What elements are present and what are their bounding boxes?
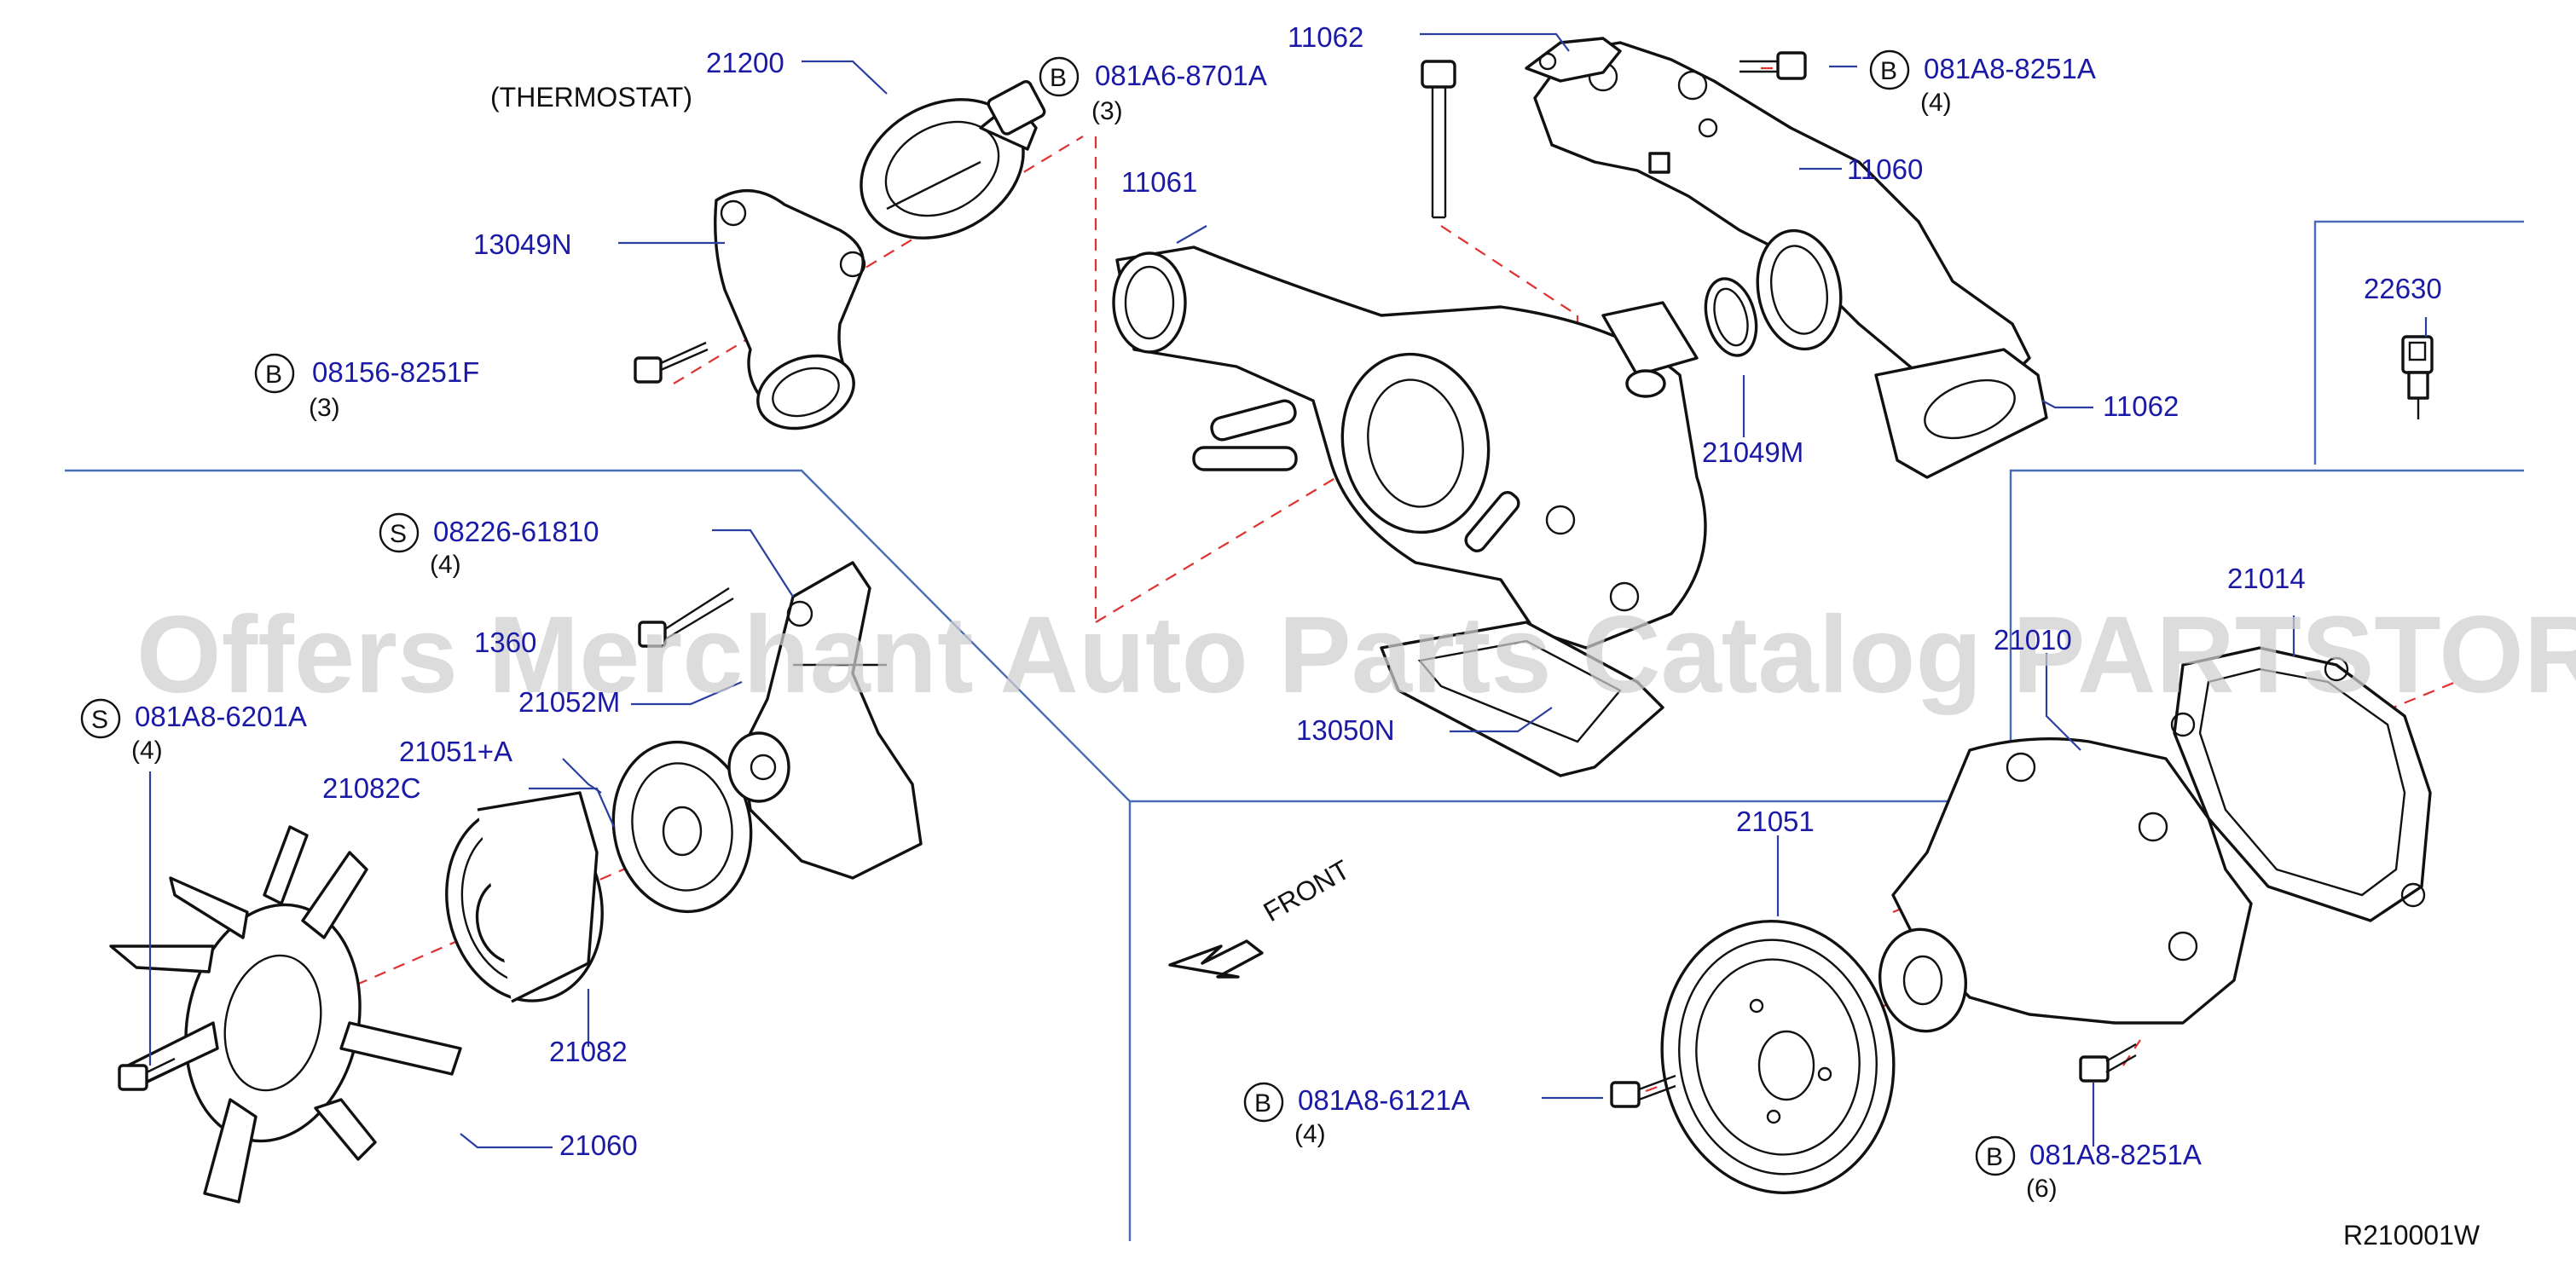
- callout-21049M: 21049M: [1702, 436, 1803, 468]
- front-label: FRONT: [1259, 854, 1355, 927]
- qty-081A8-6201A: (4): [131, 736, 163, 765]
- fan-coupling-part: [445, 791, 604, 1003]
- b-circle-08156: [254, 353, 295, 394]
- qty-08226-61810: (4): [430, 551, 461, 579]
- callout-21051: 21051: [1736, 806, 1815, 837]
- bolt-081A8-top-part: [1740, 51, 1807, 80]
- bolt-081A6-part: [1421, 60, 1456, 219]
- b-circle-081A8-6121A: [1243, 1082, 1284, 1123]
- callout-21082: 21082: [549, 1036, 628, 1067]
- thermostat-caption: (THERMOSTAT): [490, 82, 692, 113]
- callout-11061: 11061: [1121, 166, 1197, 198]
- callout-21052M: 21052M: [518, 686, 620, 718]
- callout-081A8-6201A: 081A8-6201A: [135, 701, 307, 732]
- pulley-21051A-part: [611, 740, 753, 914]
- b-circle-081A8-top: [1869, 49, 1910, 90]
- water-outlet-pipe-part: [1533, 41, 2031, 402]
- b-letter-08156: B: [265, 361, 282, 389]
- gasket-13050N-part: [1380, 621, 1664, 777]
- water-pump-part: [1878, 736, 2253, 1033]
- b-letter-081A8-top: B: [1880, 57, 1897, 85]
- b-circle-081A6: [1039, 56, 1080, 97]
- section-separators: [65, 220, 2524, 1241]
- bolt-08226-part: [638, 586, 887, 667]
- qty-081A8-8251A-bottom: (6): [2026, 1175, 2058, 1203]
- cooling-fan-part: [109, 825, 462, 1204]
- qty-081A6-8701A: (3): [1091, 97, 1123, 125]
- callout-11062-right: 11062: [2103, 390, 2179, 422]
- bolt-081A8-8251A-bottom-part: [2079, 1043, 2137, 1083]
- thermostat-part: [860, 80, 1046, 240]
- bracket-21052M-part: [727, 561, 923, 880]
- water-outlet-housing-part: [1112, 245, 1707, 650]
- s-letter-08226: S: [390, 520, 407, 548]
- b-letter-081A8-8251A-bottom: B: [1986, 1143, 2003, 1171]
- callout-081A8-8251A-top: 081A8-8251A: [1924, 53, 2096, 84]
- gasket-11062-right-part: [1874, 348, 2048, 479]
- callout-08156-8251F: 08156-8251F: [312, 356, 479, 388]
- qty-081A8-6121A: (4): [1294, 1120, 1326, 1148]
- callout-11062-top: 11062: [1288, 21, 1363, 53]
- qty-081A8-8251A-top: (4): [1920, 89, 1952, 117]
- bolt-081A8-6121A-part: [1610, 1074, 1676, 1108]
- pulley-21051-part: [1660, 919, 1896, 1195]
- callout-21014: 21014: [2227, 563, 2306, 594]
- bolt-08156-part: [634, 341, 709, 384]
- s-circle-081A8-6201A: [80, 698, 121, 739]
- callout-21082C: 21082C: [322, 772, 421, 804]
- callout-081A8-8251A-bottom: 081A8-8251A: [2029, 1139, 2202, 1170]
- s-letter-081A8-6201A: S: [91, 706, 108, 734]
- qty-08156-8251F: (3): [309, 394, 340, 422]
- callout-21060: 21060: [559, 1129, 638, 1161]
- front-arrow: FRONT: [1168, 854, 1355, 979]
- o-ring-21049M-part: [1704, 277, 1758, 357]
- temp-sensor-22630-part: [2401, 335, 2434, 419]
- callout-13049N: 13049N: [473, 228, 572, 260]
- gasket-21014-part: [2170, 646, 2432, 922]
- watermark-text: Offers Merchant Auto Parts Catalog PARTS…: [136, 594, 2576, 716]
- callout-1360-partial: 1360: [474, 627, 536, 658]
- b-letter-081A6: B: [1050, 64, 1067, 92]
- callout-081A8-6121A: 081A8-6121A: [1298, 1084, 1470, 1116]
- callout-21010: 21010: [1994, 624, 2072, 656]
- callout-22630: 22630: [2364, 273, 2442, 304]
- callout-21200: 21200: [706, 47, 784, 78]
- callout-13050N: 13050N: [1296, 714, 1395, 746]
- water-inlet-part: [714, 189, 866, 430]
- callout-08226-61810: 08226-61810: [433, 516, 599, 547]
- diagram-code: R210001W: [2343, 1220, 2480, 1251]
- callout-081A6-8701A: 081A6-8701A: [1095, 60, 1267, 91]
- b-circle-081A8-8251A-bottom: [1975, 1135, 2016, 1176]
- callout-21051A: 21051+A: [399, 736, 512, 767]
- callout-11060: 11060: [1847, 153, 1923, 185]
- leader-lines: [148, 32, 2428, 1149]
- s-circle-08226: [379, 512, 420, 553]
- gasket-11062-top-part: [1525, 37, 1622, 83]
- bolt-081A8-6201A-part: [118, 1057, 176, 1091]
- b-letter-081A8-6121A: B: [1254, 1089, 1271, 1118]
